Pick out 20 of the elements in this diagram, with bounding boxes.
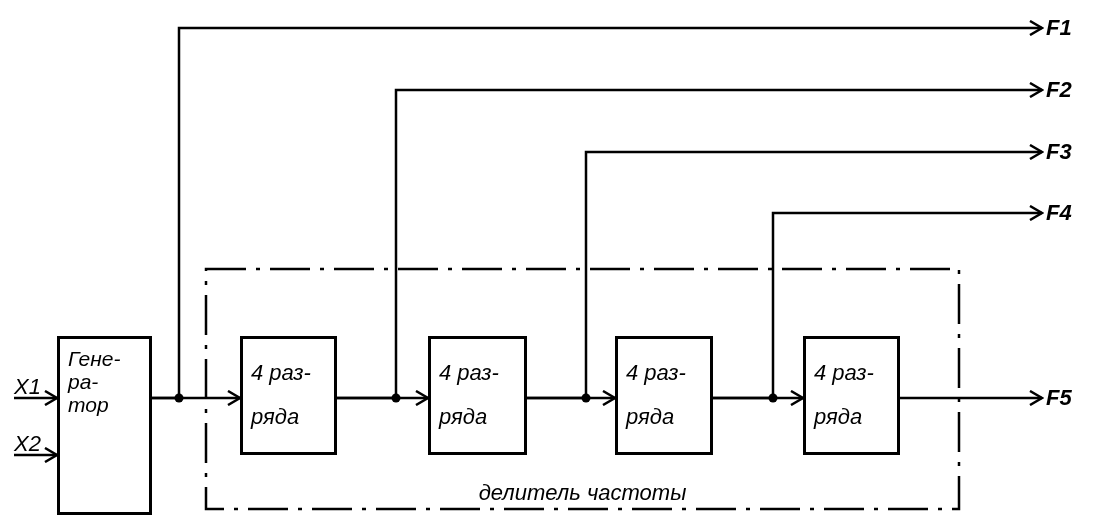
output-label: F3: [1046, 141, 1072, 163]
arrow: [14, 446, 59, 464]
arrow: [337, 81, 1044, 400]
group-caption: делитель частоты: [478, 482, 687, 504]
generator-box: Гене- ра- тор: [57, 336, 152, 515]
counter-block: 4 раз- ряда: [803, 336, 900, 455]
output-label: F4: [1046, 202, 1072, 224]
arrow: [527, 143, 1044, 400]
counter-block: 4 раз- ряда: [428, 336, 527, 455]
input-label: X2: [14, 433, 41, 455]
input-label: X1: [14, 376, 41, 398]
arrow: [900, 389, 1044, 407]
arrow: [152, 19, 1044, 400]
output-label: F2: [1046, 79, 1072, 101]
arrow: [14, 389, 59, 407]
arrow: [713, 204, 1044, 400]
output-label: F5: [1046, 387, 1072, 409]
counter-block: 4 раз- ряда: [240, 336, 337, 455]
counter-block: 4 раз- ряда: [615, 336, 713, 455]
output-label: F1: [1046, 17, 1072, 39]
